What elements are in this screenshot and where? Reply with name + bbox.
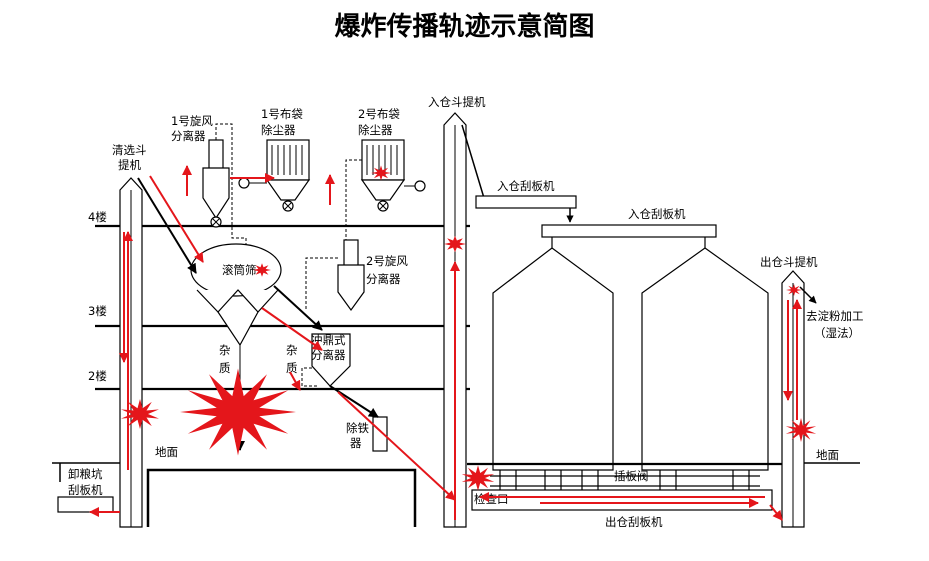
- ground-label-left: 地面: [155, 445, 178, 459]
- impurity-1-label-1: 杂: [219, 343, 231, 357]
- impurity-2-label-2: 质: [286, 361, 298, 375]
- gate-valves: [490, 470, 760, 492]
- explosion-path-outlet-base: [769, 504, 783, 521]
- bag-filter-1: [265, 139, 311, 212]
- ground-slab-left: [52, 462, 125, 482]
- outlet-scraper-label: 出仓刮板机: [605, 515, 663, 529]
- unloading-scraper-label-1: 卸粮坑: [68, 467, 103, 481]
- material-flow-separator-to-iron: [329, 385, 379, 418]
- silo-right: [641, 237, 769, 471]
- inlet-elevator-chute: [461, 124, 485, 199]
- cleaning-elevator-label-2: 提机: [118, 158, 141, 172]
- impurity-1-label-2: 质: [219, 361, 231, 375]
- cyclone-1-label-2: 分离器: [171, 129, 206, 143]
- bag-filter-1-label-2: 除尘器: [261, 123, 296, 137]
- inlet-elevator-label: 入仓斗提机: [428, 95, 486, 109]
- fan-2: [414, 180, 426, 192]
- cyclone-1: [202, 139, 230, 228]
- explosion-star-main: [180, 368, 296, 456]
- starch-label-1: 去淀粉加工: [806, 309, 864, 323]
- iron-remover-label-1: 除铁: [346, 421, 369, 435]
- outlet-elevator-chute: [799, 286, 817, 304]
- unloading-scraper-label-2: 刮板机: [68, 483, 103, 497]
- ground-label-right: 地面: [816, 448, 839, 462]
- bag-filter-2-label-1: 2号布袋: [358, 107, 400, 121]
- diagram-title: 爆炸传播轨迹示意简图: [334, 12, 595, 42]
- inlet-scraper-2-label: 入仓刮板机: [628, 207, 686, 221]
- floor-label-2: 2楼: [88, 369, 107, 383]
- explosion-path-screen-to-separator: [261, 307, 323, 351]
- explosion-star-drum-screen: [253, 263, 271, 277]
- explosion-star-cleaning-elevator: [121, 399, 159, 429]
- inspection-port-label: 检查口: [474, 492, 509, 506]
- iron-remover: [372, 416, 388, 452]
- material-flow-cleaning-to-screen: [137, 177, 197, 274]
- inlet-scraper-1-label: 入仓刮板机: [497, 179, 555, 193]
- explosion-star-inlet-elevator: [444, 235, 466, 253]
- outlet-scraper: [471, 489, 773, 511]
- bag-filter-1-label-1: 1号布袋: [261, 107, 303, 121]
- explosion-star-bag-filter-2: [371, 165, 391, 181]
- outlet-elevator-label: 出仓斗提机: [760, 255, 818, 269]
- floor-label-3: 3楼: [88, 304, 107, 318]
- ground-pit: [146, 468, 417, 527]
- explosion-star-inspection-port: [461, 465, 495, 491]
- cyclone-2: [337, 239, 365, 312]
- cyclone-2-duct: [305, 257, 338, 310]
- explosion-star-outlet-top: [786, 284, 802, 296]
- inlet-scraper-1: [475, 195, 577, 209]
- unloading-scraper: [57, 496, 114, 513]
- bag-filter-2-duct: [345, 159, 362, 245]
- outlet-elevator: [781, 270, 805, 528]
- starch-label-2: （湿法）: [814, 326, 860, 340]
- explosion-path-cleaning-head: [149, 175, 204, 263]
- cleaning-elevator-label-1: 清选斗: [112, 143, 147, 157]
- pulse-separator-duct: [301, 367, 318, 387]
- cyclone-2-label-2: 分离器: [366, 272, 401, 286]
- gate-valve-label: 插板阀: [614, 469, 649, 483]
- fan-1: [238, 177, 250, 189]
- cyclone-1-label-1: 1号旋风: [171, 114, 213, 128]
- drum-screen-label: 滚筒筛: [222, 263, 257, 277]
- silo-left: [492, 237, 614, 471]
- material-flow-screen-to-separator: [273, 285, 323, 331]
- floor-label-4: 4楼: [88, 210, 107, 224]
- iron-remover-label-2: 器: [350, 436, 362, 450]
- inlet-scraper-2: [541, 224, 717, 238]
- explosion-star-outlet-elevator: [785, 418, 817, 442]
- pulse-separator-label-2: 分离器: [311, 348, 346, 362]
- drum-screen: [190, 243, 282, 450]
- bag-filter-2-label-2: 除尘器: [358, 123, 393, 137]
- impurity-2-label-1: 杂: [286, 343, 298, 357]
- explosion-path-impurity: [289, 371, 301, 391]
- explosion-path-to-inspection: [337, 391, 456, 501]
- cyclone-2-label-1: 2号旋风: [366, 254, 408, 268]
- cleaning-elevator: [119, 177, 143, 528]
